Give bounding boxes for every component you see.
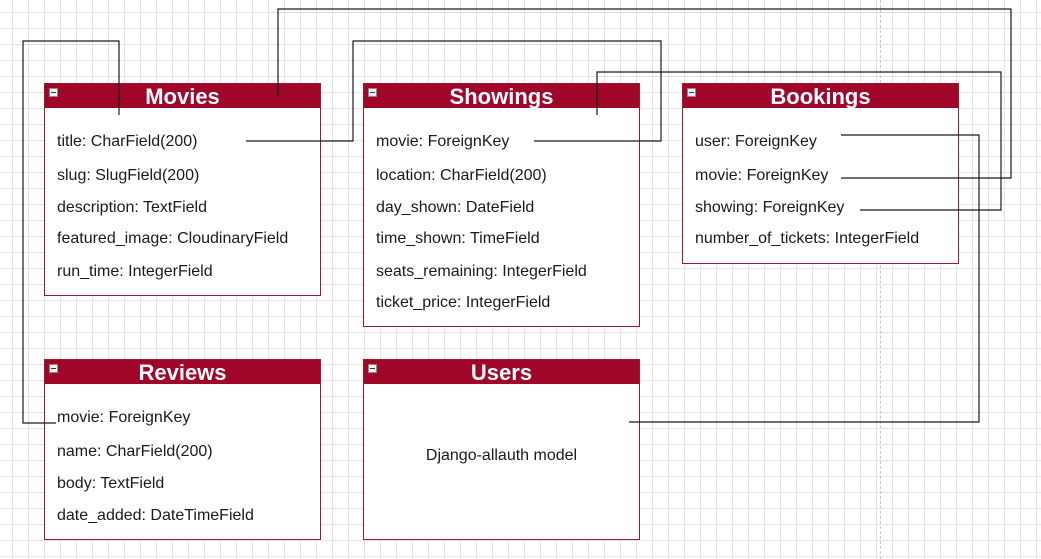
entity-movies[interactable]: Movies title: CharField(200) slug: SlugF… bbox=[44, 83, 321, 296]
entity-showings-title: Showings bbox=[449, 84, 554, 109]
collapse-icon[interactable] bbox=[368, 88, 377, 97]
field-bookings-movie[interactable]: movie: ForeignKey bbox=[695, 167, 829, 184]
field-reviews-date-added[interactable]: date_added: DateTimeField bbox=[57, 507, 254, 524]
entity-reviews-header[interactable]: Reviews bbox=[45, 360, 320, 385]
entity-users[interactable]: Users Django-allauth model bbox=[363, 359, 640, 540]
entity-bookings-header[interactable]: Bookings bbox=[683, 84, 958, 109]
field-movies-featured-image[interactable]: featured_image: CloudinaryField bbox=[57, 230, 289, 247]
field-reviews-body[interactable]: body: TextField bbox=[57, 475, 165, 492]
entity-movies-title: Movies bbox=[145, 84, 220, 109]
field-movies-title[interactable]: title: CharField(200) bbox=[57, 133, 198, 150]
collapse-icon[interactable] bbox=[49, 364, 58, 373]
field-bookings-number-of-tickets[interactable]: number_of_tickets: IntegerField bbox=[695, 230, 920, 247]
field-movies-run-time[interactable]: run_time: IntegerField bbox=[57, 263, 213, 280]
entity-users-title: Users bbox=[470, 360, 533, 385]
collapse-icon[interactable] bbox=[368, 364, 377, 373]
entity-users-header[interactable]: Users bbox=[364, 360, 639, 385]
field-reviews-name[interactable]: name: CharField(200) bbox=[57, 443, 213, 460]
field-showings-ticket-price[interactable]: ticket_price: IntegerField bbox=[376, 294, 551, 311]
field-bookings-user[interactable]: user: ForeignKey bbox=[695, 133, 817, 150]
entity-movies-header[interactable]: Movies bbox=[45, 84, 320, 109]
entity-bookings-title: Bookings bbox=[770, 84, 871, 109]
field-showings-time-shown[interactable]: time_shown: TimeField bbox=[376, 230, 540, 247]
collapse-icon[interactable] bbox=[49, 88, 58, 97]
field-movies-slug[interactable]: slug: SlugField(200) bbox=[57, 167, 200, 184]
entity-showings[interactable]: Showings movie: ForeignKey location: Cha… bbox=[363, 83, 640, 327]
field-bookings-showing[interactable]: showing: ForeignKey bbox=[695, 199, 845, 216]
entity-users-note: Django-allauth model bbox=[425, 447, 578, 464]
entity-reviews-title: Reviews bbox=[138, 360, 227, 385]
collapse-icon[interactable] bbox=[687, 88, 696, 97]
entity-showings-header[interactable]: Showings bbox=[364, 84, 639, 109]
entity-bookings[interactable]: Bookings user: ForeignKey movie: Foreign… bbox=[682, 83, 959, 264]
field-showings-location[interactable]: location: CharField(200) bbox=[376, 167, 547, 184]
field-showings-day-shown[interactable]: day_shown: DateField bbox=[376, 199, 535, 216]
entity-reviews[interactable]: Reviews movie: ForeignKey name: CharFiel… bbox=[44, 359, 321, 540]
field-reviews-movie[interactable]: movie: ForeignKey bbox=[57, 409, 191, 426]
field-showings-movie[interactable]: movie: ForeignKey bbox=[376, 133, 510, 150]
field-showings-seats-remaining[interactable]: seats_remaining: IntegerField bbox=[376, 263, 587, 280]
field-movies-description[interactable]: description: TextField bbox=[57, 199, 207, 216]
